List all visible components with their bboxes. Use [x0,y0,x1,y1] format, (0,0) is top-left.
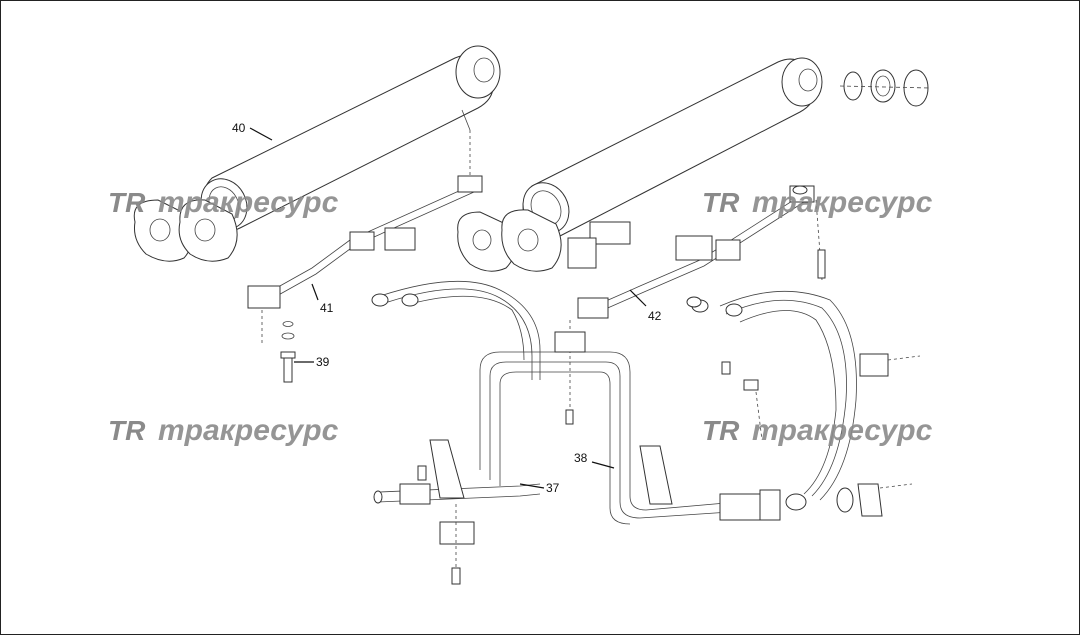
watermark-logo: TR [108,415,146,446]
bolt-39 [280,321,296,383]
callout-38: 38 [574,451,615,469]
watermark-logo: TR [702,187,740,218]
watermark-top-right: TR тракресурс [702,186,933,219]
callout-39-label: 39 [316,355,330,369]
pipe-assembly-38 [554,320,921,525]
callout-39: 39 [294,355,330,369]
left-hydraulic-cylinder [133,45,501,262]
hydraulic-hoses [371,280,857,501]
watermark-top-left: TR тракресурс [108,186,339,219]
callout-37: 37 [519,481,560,495]
watermark-bottom-right: TR тракресурс [702,414,933,447]
fasteners-right [686,185,808,441]
callout-40-label: 40 [232,121,246,135]
watermark-text: тракресурс [158,414,339,447]
callout-41-label: 41 [320,301,334,315]
callout-37-label: 37 [546,481,560,495]
watermark-bottom-left: TR тракресурс [108,414,339,447]
watermark-text: тракресурс [752,414,933,447]
watermark-text: тракресурс [158,186,339,219]
callout-42: 42 [629,289,662,323]
callout-40: 40 [232,121,273,141]
watermark-logo: TR [108,187,146,218]
left-hydraulic-tube [247,130,483,345]
callout-42-label: 42 [648,309,662,323]
watermark-logo: TR [702,415,740,446]
callout-41: 41 [311,283,334,315]
pipe-assembly-37 [373,351,560,585]
right-hydraulic-cylinder [457,57,931,272]
callout-38-label: 38 [574,451,588,465]
watermark-text: тракресурс [752,186,933,219]
